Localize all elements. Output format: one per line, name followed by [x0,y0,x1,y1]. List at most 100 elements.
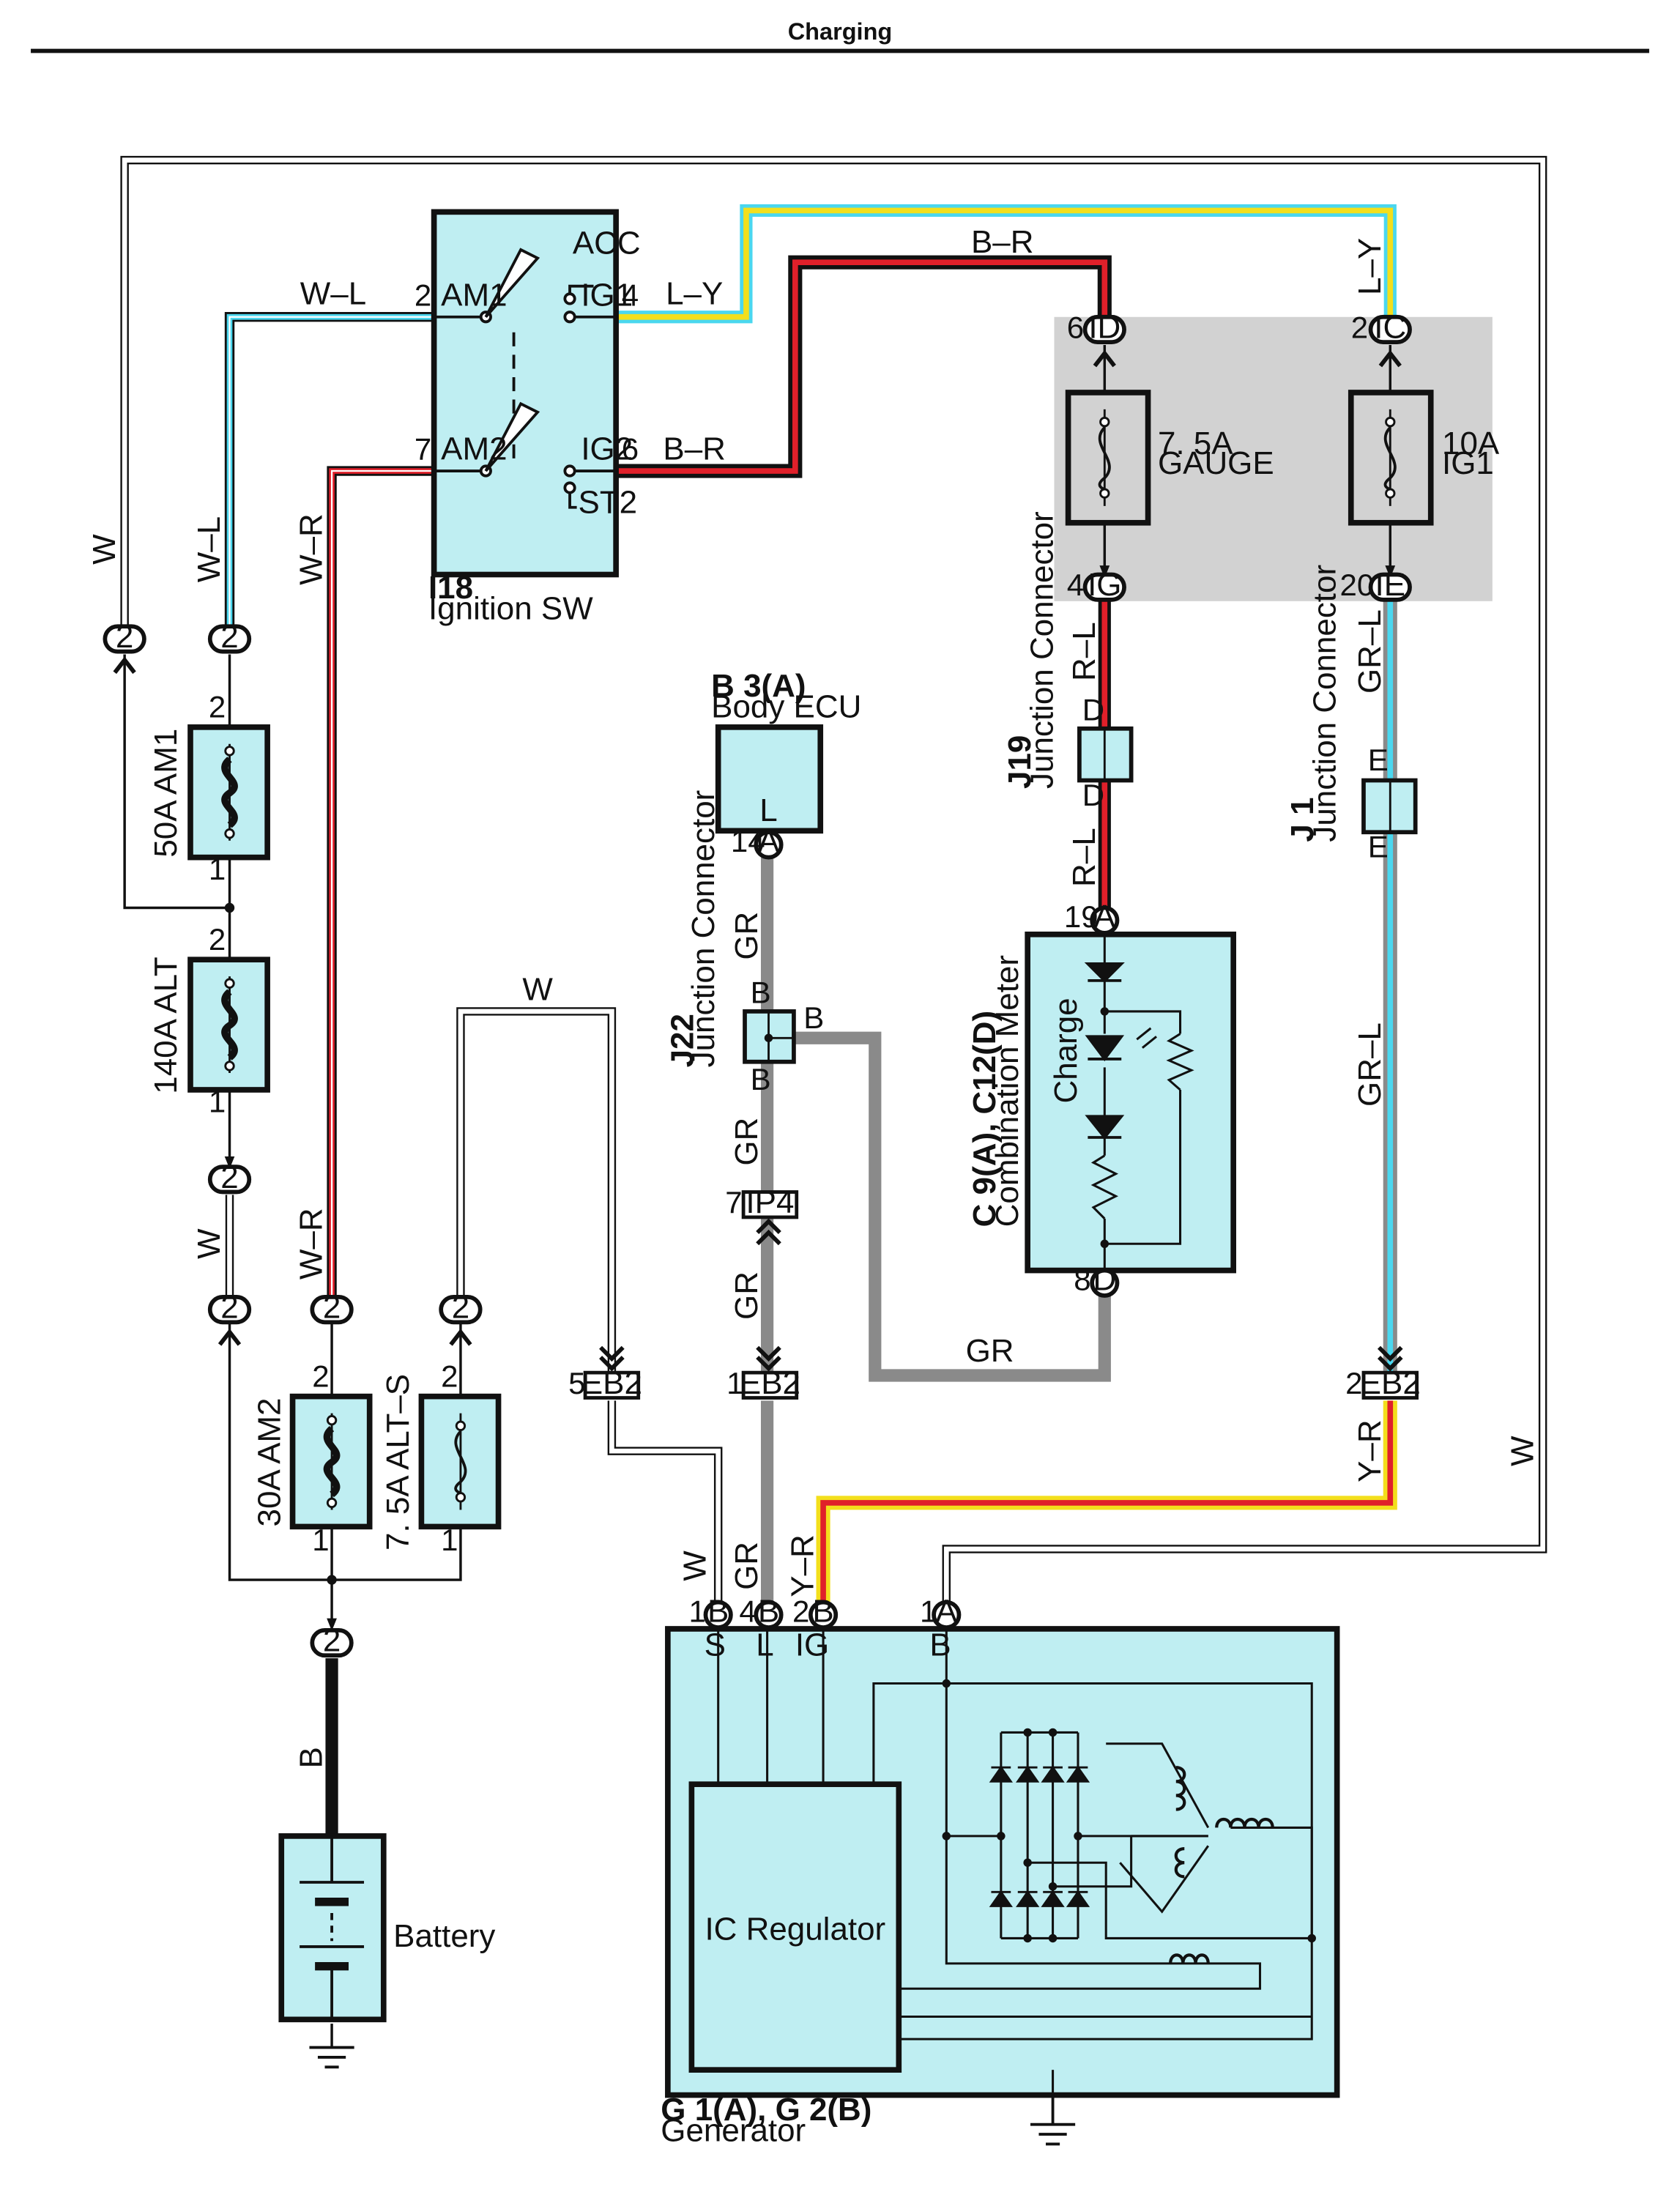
pin-label: 2 [209,922,226,957]
junction-dot [1100,1239,1110,1249]
arrow-up-icon [1378,349,1402,368]
svg-text:IE: IE [1375,567,1406,603]
j22-code: J22 [664,1014,700,1067]
svg-text:2: 2 [452,1290,469,1326]
generator-terminal-l: L [756,1627,773,1663]
wire-label: L–Y [1352,238,1388,295]
generator-nodes [942,1679,1316,1943]
pin-label: 2 [441,1359,458,1393]
switch-lever-icon [484,248,540,319]
generator-terminal-s: S [705,1627,726,1663]
wire-label: W–R [294,1208,330,1280]
ignition-terminal-acc: ACC [573,226,641,261]
connector-2: 2 [207,1290,252,1326]
wire-label: W–R [294,513,330,585]
svg-text:IC: IC [1374,309,1406,345]
svg-text:EB2: EB2 [740,1365,800,1401]
connector-id: ID [1082,309,1126,345]
pin-label: 19 [1064,899,1099,934]
charge-lamp-label: Charge [1048,998,1084,1103]
diode-icon [1085,1115,1125,1140]
wire-label: GR [729,1271,765,1320]
wire-label: GR [729,1542,765,1590]
wire-label: B–R [663,431,726,467]
fuse-ig1-name: IG1 [1442,445,1494,481]
pin-label: 7 [415,432,431,467]
arrow-up-icon [1093,349,1116,368]
pin-label: 1 [209,852,226,886]
svg-text:2: 2 [323,1623,341,1659]
fuse-label-am2: 30A AM2 [251,1398,287,1527]
pin-label: E [1368,830,1389,864]
pin-label: B [751,1062,771,1096]
pin-label: 6 [622,432,639,467]
switch-lever-icon [484,401,540,472]
wire-label: B–R [971,224,1034,260]
wire-wr [327,466,434,1310]
j1-code: J 1 [1285,798,1320,842]
ic-regulator-label: IC Regulator [705,1911,885,1947]
pin-label: D [1082,778,1104,812]
fuse-label-alt-s: 7. 5A ALT–S [380,1374,416,1550]
svg-text:ID: ID [1088,309,1120,345]
battery-cells [300,1835,365,2020]
svg-text:IG: IG [1088,567,1121,603]
wire-label: GR [729,1118,765,1166]
ignition-terminal-am2: AM2 [441,431,507,467]
pin-label: 1 [312,1523,329,1557]
body-ecu-terminal: L [759,792,777,828]
connector-ip4: IP4 [741,1184,799,1246]
wire-label: W [1504,1436,1540,1466]
connector-eb2: EB2 [740,1345,800,1401]
fuse-ig1-rating: 10A [1442,426,1500,461]
wire-label: GR [729,912,765,960]
connector-2: 2 [439,1290,483,1326]
generator-terminal-b: B [929,1627,951,1663]
ignition-code: I18 [428,570,473,606]
ignition-name: Ignition SW [428,591,593,627]
fuse-label-alt: 140A ALT [148,957,184,1093]
connector-eb2: EB2 [581,1345,642,1401]
svg-text:2: 2 [116,619,133,655]
fuse-alt-s [418,1393,502,1530]
ground-icon [309,2046,354,2069]
junction-connector-j1 [1361,778,1418,835]
wire-label: W [677,1550,713,1581]
pin-label: 2 [1351,310,1368,344]
arrow-up-icon [218,1329,242,1346]
pin-label: 4 [739,1594,756,1628]
stator-coil-icon [1215,1817,1274,1828]
body-ecu-name: Body ECU [711,688,861,724]
connector-a: A [932,1593,962,1630]
pin-label: 2 [792,1594,809,1628]
stator-coil-icon [1174,1847,1185,1879]
wire-label: W [191,1228,227,1259]
svg-text:A: A [936,1593,958,1629]
pin-label: 7 [725,1185,742,1219]
connector-2: 2 [207,1159,252,1195]
wire-label: W [522,972,553,1008]
connector-b: B [703,1593,733,1630]
svg-text:2: 2 [323,1290,341,1326]
pin-label: 5 [568,1366,585,1400]
ignition-terminal-ig2: IG2 [581,431,633,467]
pin-label: 1 [689,1594,706,1628]
wire-w-outer [120,155,1547,1611]
wire-label: GR–L [1352,609,1388,694]
wire-label: GR–L [1352,1022,1388,1107]
pin-label: 1 [920,1594,937,1628]
page-title: Charging [788,18,893,45]
generator-circuit [717,1628,1313,2095]
junction-dot [224,902,235,913]
generator-terminal-ig: IG [795,1627,829,1663]
pin-label: 6 [1067,310,1084,344]
pin-label: 1 [441,1523,458,1557]
pin-label: 20 [1339,568,1374,602]
wire-label: W–L [300,276,366,312]
junction-connector-j22 [743,1009,796,1064]
connector-2: 2 [207,619,252,655]
pin-label: 1 [726,1366,743,1400]
meter-circuit [1090,934,1194,1271]
fuse-am2 [289,1393,373,1530]
combination-meter [1025,931,1237,1274]
